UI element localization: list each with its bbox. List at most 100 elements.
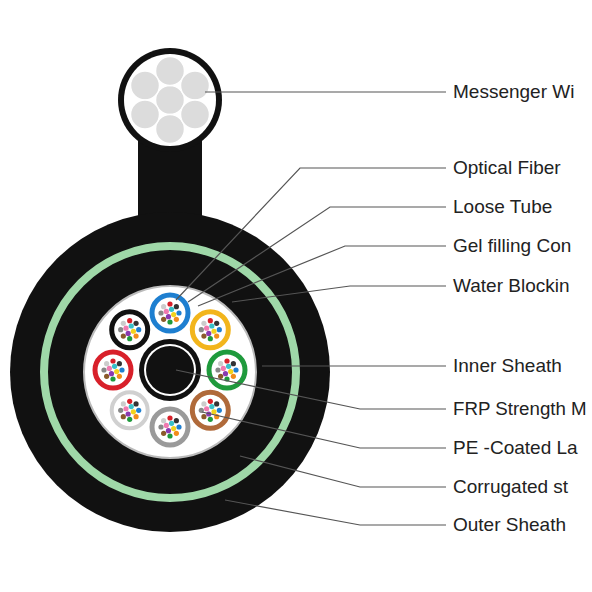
optical-fiber	[110, 358, 115, 363]
frp-strength-member	[139, 339, 201, 401]
part-label: FRP Strength M	[451, 398, 589, 420]
optical-fiber	[231, 374, 236, 379]
optical-fiber	[171, 426, 176, 431]
part-label: Outer Sheath	[451, 514, 568, 536]
optical-fiber	[118, 408, 123, 413]
optical-fiber	[121, 321, 126, 326]
optical-fiber	[176, 424, 181, 429]
messenger-core	[124, 54, 216, 146]
outer-sheath	[10, 212, 330, 532]
loose-tube	[192, 392, 228, 428]
optical-fiber	[110, 376, 115, 381]
optical-fiber	[206, 331, 211, 336]
optical-fiber	[121, 414, 126, 419]
part-label: Optical Fiber	[451, 157, 563, 179]
messenger-jacket	[118, 48, 222, 152]
optical-fiber	[133, 321, 138, 326]
optical-fiber	[114, 369, 119, 374]
leader-lines	[176, 92, 446, 525]
optical-fiber	[217, 327, 222, 332]
optical-fiber	[208, 417, 213, 422]
optical-fiber	[131, 329, 136, 334]
optical-fiber	[201, 321, 206, 326]
optical-fiber	[218, 374, 223, 379]
optical-fiber	[166, 428, 171, 433]
optical-fiber	[161, 418, 166, 423]
loose-tube	[112, 312, 148, 348]
optical-fiber	[209, 404, 214, 409]
optical-fiber	[204, 326, 209, 331]
optical-fiber	[208, 336, 213, 341]
loose-tube	[209, 352, 245, 388]
optical-fiber	[161, 304, 166, 309]
optical-fiber	[167, 415, 172, 420]
optical-fiber	[104, 374, 109, 379]
optical-fiber	[161, 431, 166, 436]
optical-fiber	[131, 409, 136, 414]
optical-fiber	[167, 301, 172, 306]
optical-fiber	[158, 424, 163, 429]
optical-fiber	[129, 404, 134, 409]
messenger-strands	[131, 57, 210, 144]
optical-fiber	[201, 333, 206, 338]
optical-fiber	[169, 421, 174, 426]
optical-fiber	[199, 327, 204, 332]
water-blocking-layer	[84, 286, 256, 458]
optical-fiber	[112, 364, 117, 369]
optical-fiber	[214, 333, 219, 338]
optical-fiber	[224, 358, 229, 363]
optical-fiber	[215, 367, 220, 372]
optical-fiber	[104, 361, 109, 366]
optical-fiber	[231, 361, 236, 366]
part-label: Messenger Wi	[451, 81, 576, 103]
optical-fiber	[127, 318, 132, 323]
optical-fiber	[209, 323, 214, 328]
optical-fiber	[101, 367, 106, 372]
optical-fiber	[166, 314, 171, 319]
optical-fiber	[136, 327, 141, 332]
optical-fiber	[167, 319, 172, 324]
optical-fiber	[208, 318, 213, 323]
optical-fiber	[233, 367, 238, 372]
optical-fiber	[133, 333, 138, 338]
optical-fiber	[107, 366, 112, 371]
loose-tube	[95, 352, 131, 388]
optical-fiber	[109, 371, 114, 376]
optical-fiber	[119, 367, 124, 372]
optical-fiber	[123, 406, 128, 411]
optical-fiber	[228, 369, 233, 374]
gel-filling	[90, 292, 250, 452]
optical-fiber	[214, 401, 219, 406]
optical-fiber	[217, 408, 222, 413]
optical-fiber	[171, 312, 176, 317]
optical-fiber	[136, 408, 141, 413]
optical-fiber	[218, 361, 223, 366]
optical-fiber	[121, 401, 126, 406]
optical-fiber	[123, 326, 128, 331]
part-label: Loose Tube	[451, 196, 554, 218]
optical-fiber	[126, 331, 131, 336]
part-label: Gel filling Con	[451, 235, 573, 257]
loose-tube	[152, 295, 188, 331]
optical-fiber	[133, 401, 138, 406]
optical-fiber	[176, 310, 181, 315]
loose-tube	[152, 409, 188, 445]
optical-fiber	[127, 399, 132, 404]
optical-fiber	[174, 431, 179, 436]
optical-fiber	[117, 361, 122, 366]
optical-fiber	[129, 323, 134, 328]
optical-fiber	[164, 423, 169, 428]
optical-fiber	[214, 321, 219, 326]
optical-fiber	[121, 333, 126, 338]
optical-fiber	[201, 401, 206, 406]
optical-fiber	[118, 327, 123, 332]
optical-fiber	[174, 304, 179, 309]
optical-fiber	[226, 364, 231, 369]
optical-fiber	[126, 411, 131, 416]
part-label: Corrugated st	[451, 476, 570, 498]
optical-fiber	[201, 414, 206, 419]
optical-fiber	[221, 366, 226, 371]
optical-fiber	[127, 336, 132, 341]
optical-fiber	[174, 317, 179, 322]
frp-ring	[144, 344, 196, 396]
